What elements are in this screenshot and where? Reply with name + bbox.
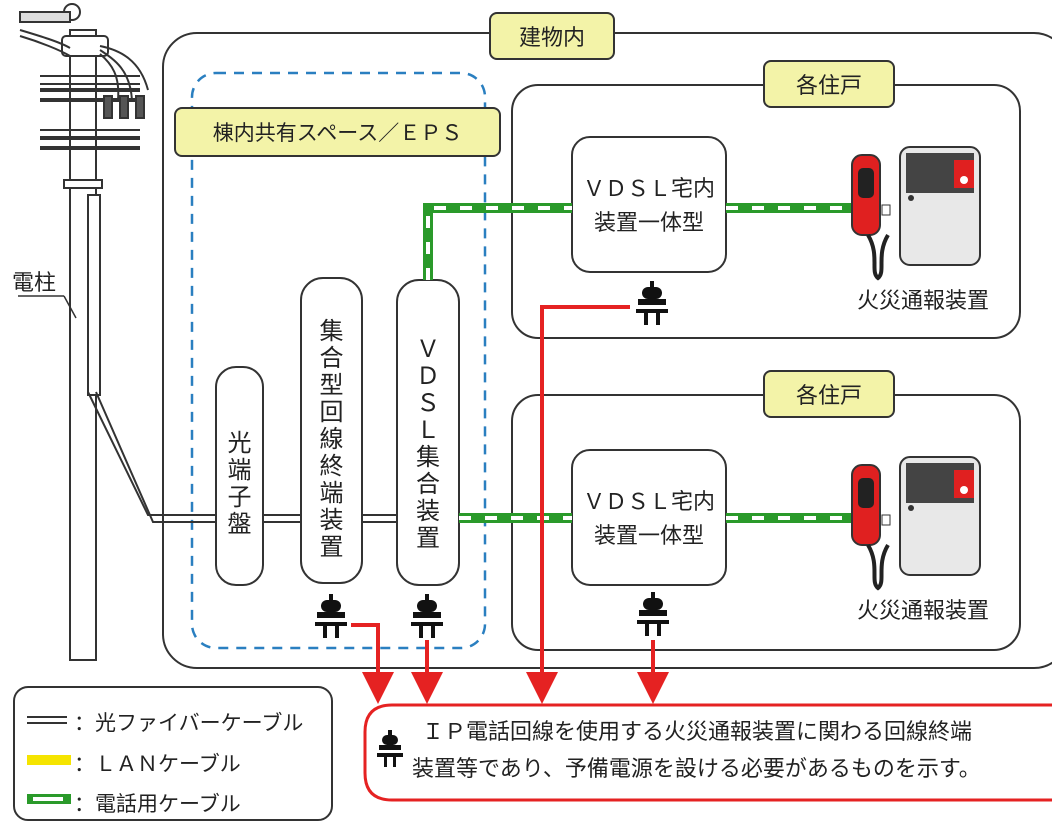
unit-label-top: 各住戸 [763,60,895,108]
eps-label: 棟内共有スペース／ＥＰＳ [174,107,501,157]
building-outline [162,32,1052,669]
plug-icon [636,281,668,325]
vdsl-home-top-line1: ＶＤＳＬ宅内 [582,177,715,202]
fire-alarm-device-top [851,146,981,281]
pole-label: 電柱 [11,271,56,296]
legend-fiber-label: ：光ファイバーケーブル [74,711,304,735]
vdsl-home-bottom-line2: 装置一体型 [593,524,704,549]
onu-label: 集合型回線終端装置 [319,317,344,561]
plug-icon [377,730,403,767]
onu-box [300,277,363,584]
vdsl-home-bottom-line1: ＶＤＳＬ宅内 [582,490,715,515]
plug-icon [315,594,347,638]
optical-panel-box [215,366,264,586]
utility-pole-icon [19,3,149,661]
alarm-label-top: 火災通報装置 [856,289,989,314]
legend-fiber-swatch [27,716,67,724]
unit-label-bottom: 各住戸 [763,370,895,418]
power-lines [351,305,669,704]
plug-icon [637,592,669,636]
telephone-handset-icon [866,233,890,281]
legend-box [13,686,333,821]
phone-cable [423,203,856,523]
plug-icon [411,594,443,638]
building-label: 建物内 [489,12,615,60]
eps-outline [190,71,487,650]
telephone-handset-icon [866,543,890,591]
vdsl-home-top-line2: 装置一体型 [593,211,704,236]
alarm-label-bottom: 火災通報装置 [856,599,989,624]
note-line2: 装置等であり、予備電源を設ける必要があるものを示す。 [412,757,981,782]
fire-alarm-device-bottom [851,456,981,591]
note-box [363,703,1052,802]
legend-lan-label: ：ＬＡＮケーブル [74,752,241,776]
legend-lan-swatch [27,755,71,765]
optical-panel-label: 光端子盤 [227,429,252,538]
legend-phone-label: ：電話用ケーブル [74,792,241,816]
note-line1: ＩＰ電話回線を使用する火災通報装置に関わる回線終端 [422,720,973,745]
fiber-cable [87,391,397,523]
